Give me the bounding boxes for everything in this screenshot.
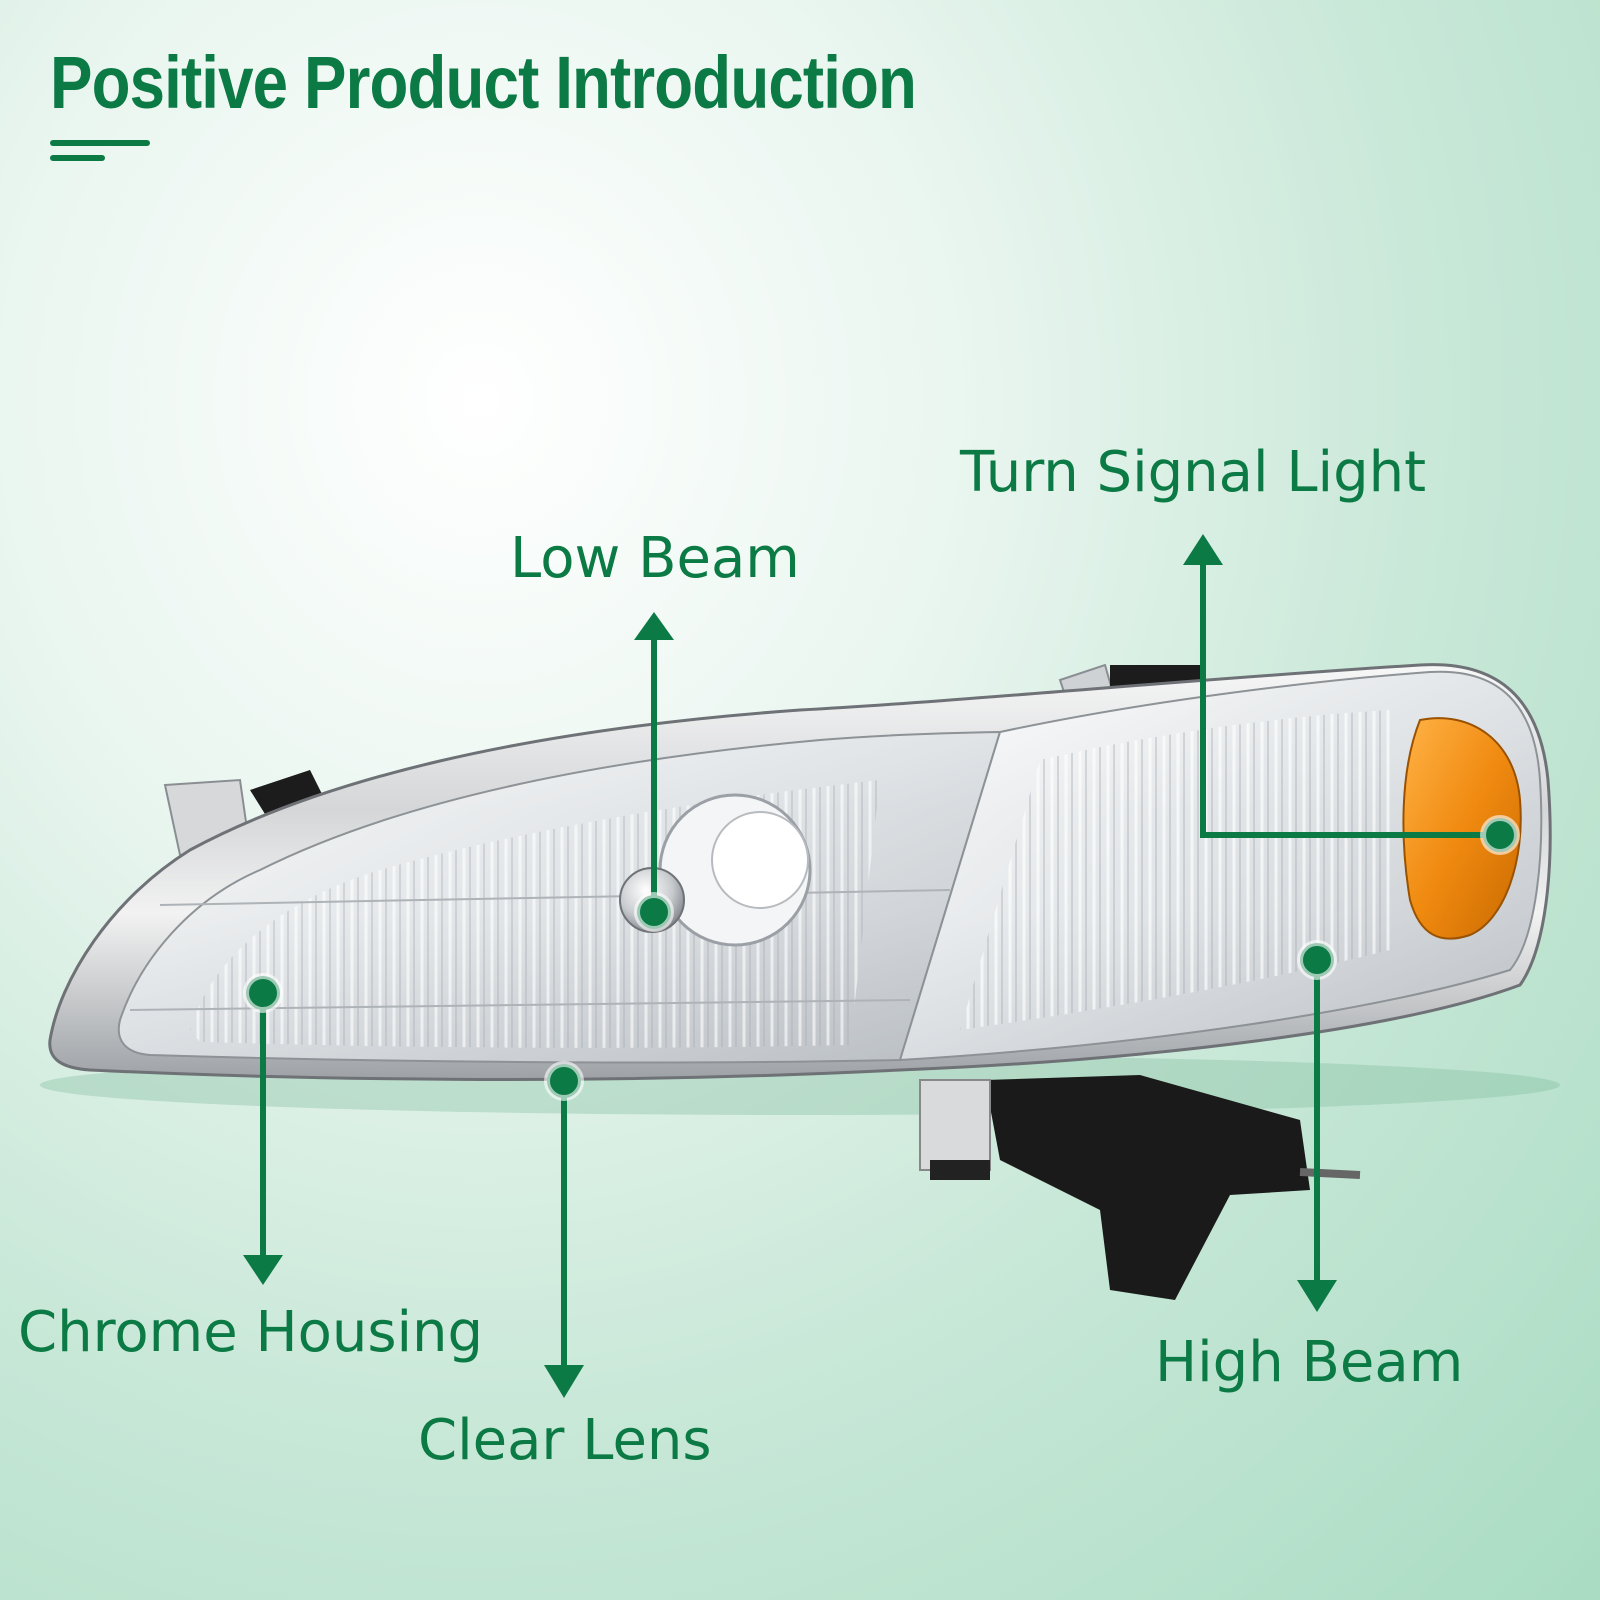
chrome-housing-arrow bbox=[243, 1255, 283, 1285]
mounting-bracket bbox=[985, 1075, 1310, 1300]
high-beam-label: High Beam bbox=[1155, 1330, 1464, 1395]
corner-ribs bbox=[960, 710, 1390, 1030]
low-beam-dot bbox=[634, 892, 674, 932]
title-underline-long bbox=[50, 140, 150, 146]
clear-lens-arrow bbox=[544, 1365, 584, 1398]
amber-side-marker bbox=[1402, 717, 1522, 940]
chrome-housing-dot bbox=[243, 973, 283, 1013]
turn-signal-arrow bbox=[1183, 534, 1223, 565]
bulb-opening bbox=[711, 811, 809, 909]
chrome-housing-label: Chrome Housing bbox=[18, 1300, 484, 1365]
low-beam-label: Low Beam bbox=[510, 526, 800, 591]
lens-seam-top bbox=[159, 889, 951, 906]
clear-lens-label: Clear Lens bbox=[418, 1408, 712, 1473]
low-beam-arrow bbox=[634, 612, 674, 640]
turn-signal-line bbox=[1200, 565, 1500, 838]
title-underline-short bbox=[50, 155, 105, 161]
high-beam-dot bbox=[1297, 940, 1337, 980]
bracket-foot bbox=[930, 1160, 990, 1180]
bracket-clip bbox=[919, 1079, 991, 1171]
clear-lens-dot bbox=[544, 1061, 584, 1101]
turn-signal-label: Turn Signal Light bbox=[960, 440, 1427, 505]
page-title: Positive Product Introduction bbox=[50, 41, 917, 124]
turn-signal-dot bbox=[1480, 815, 1520, 855]
bracket-bolt bbox=[1299, 1168, 1361, 1179]
high-beam-arrow bbox=[1297, 1280, 1337, 1312]
